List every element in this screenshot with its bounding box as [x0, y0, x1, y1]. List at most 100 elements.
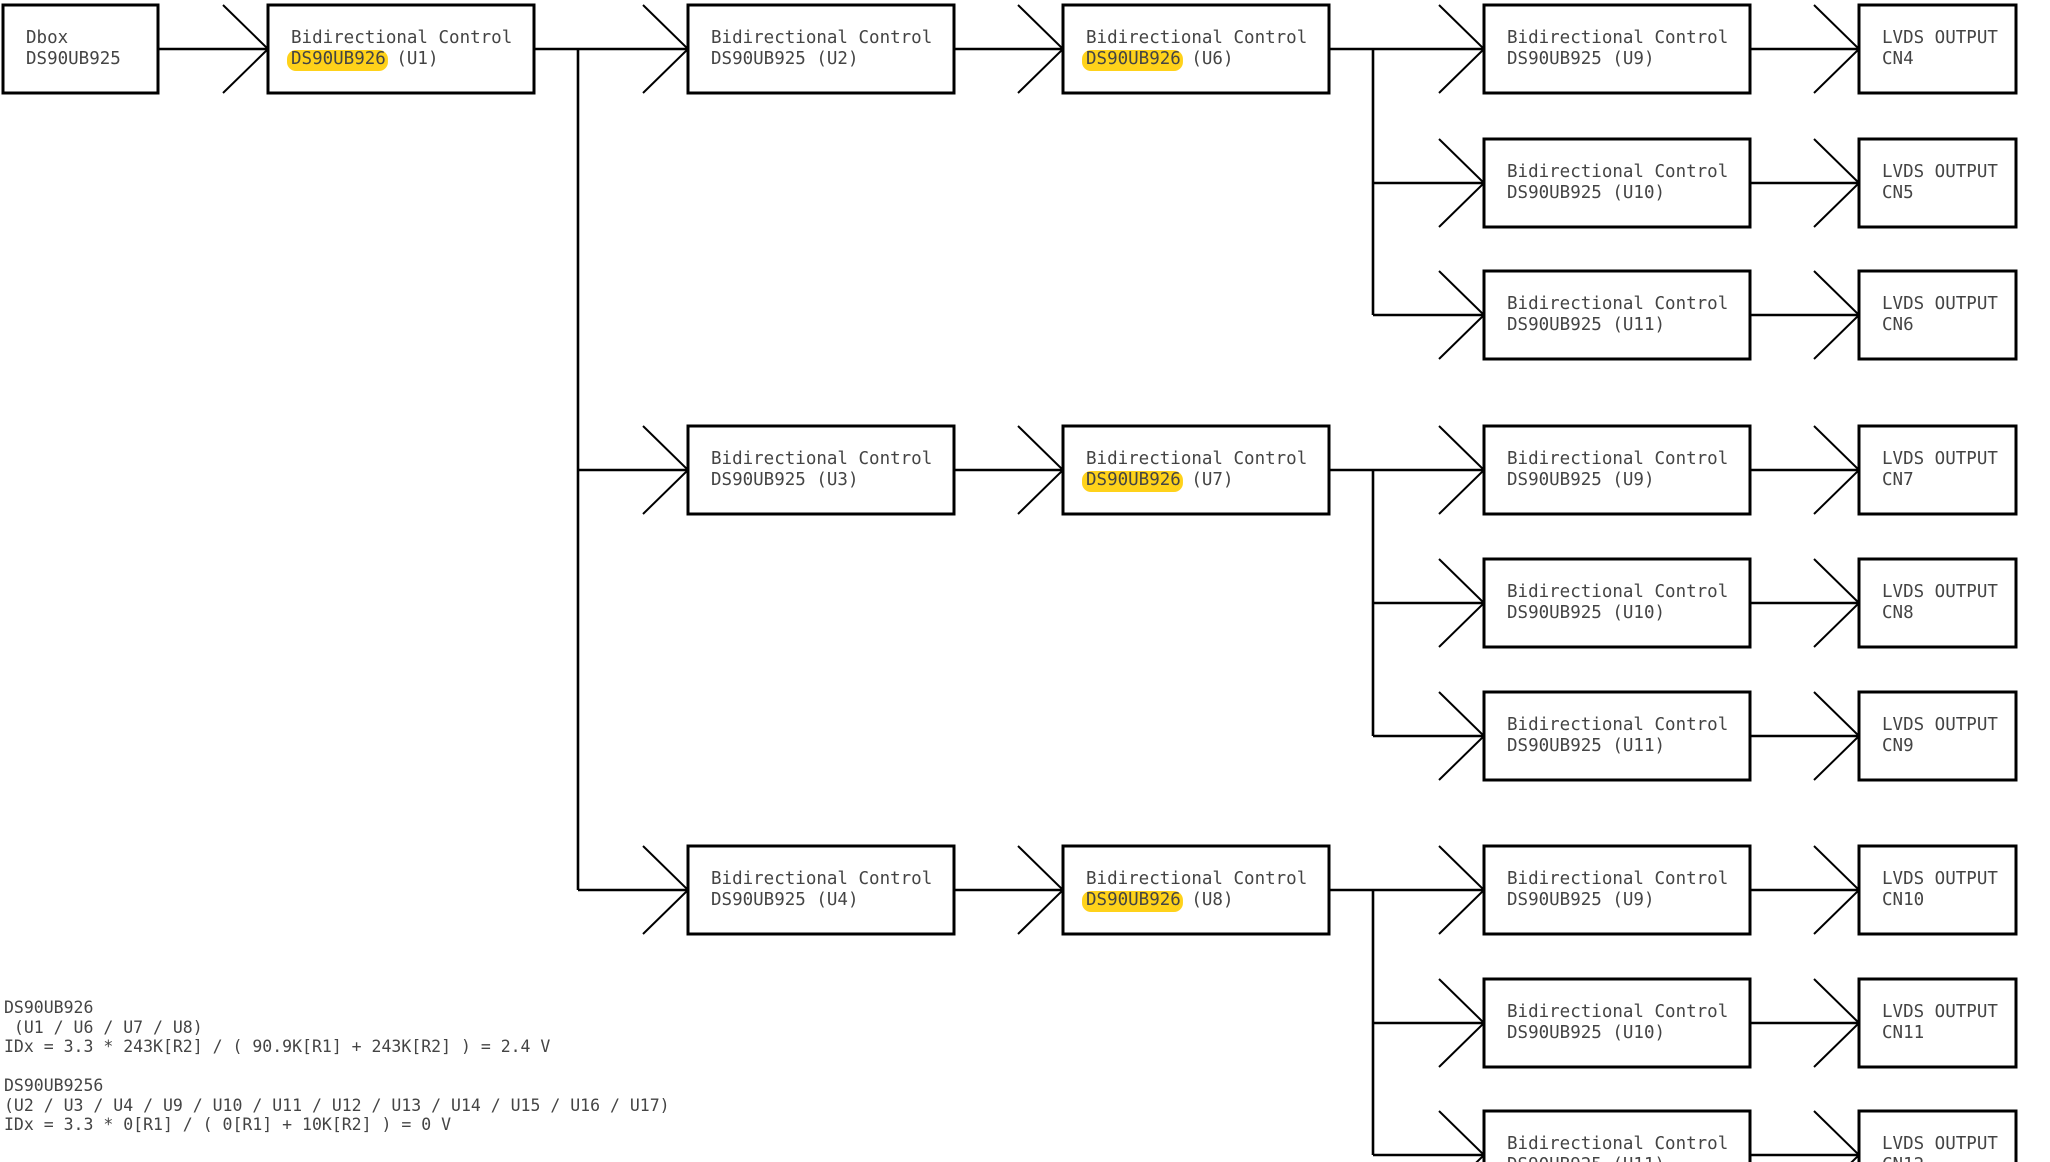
- block-title: Bidirectional Control: [711, 869, 932, 889]
- block-title: Bidirectional Control: [1507, 1002, 1728, 1022]
- block-title: Bidirectional Control: [1507, 869, 1728, 889]
- block-part-number: DS90UB926 (U6): [1086, 49, 1234, 69]
- part-label: DS90UB925: [26, 49, 121, 69]
- block-title: Bidirectional Control: [711, 449, 932, 469]
- block-title: Bidirectional Control: [1086, 28, 1307, 48]
- block-title: LVDS OUTPUT: [1882, 162, 1998, 182]
- block-frame: [1857, 844, 2018, 936]
- block-frame: [266, 3, 536, 95]
- block-title: LVDS OUTPUT: [1882, 582, 1998, 602]
- block-part-number: DS90UB926 (U1): [291, 49, 439, 69]
- block-title: LVDS OUTPUT: [1882, 449, 1998, 469]
- block-frame: [1482, 690, 1752, 782]
- part-label: DS90UB925 (U4): [711, 890, 859, 910]
- block-frame: [1482, 977, 1752, 1069]
- block-title: Bidirectional Control: [711, 28, 932, 48]
- block-frame: [1, 3, 160, 95]
- designator-label: (U6): [1181, 49, 1234, 69]
- block-frame: [1482, 137, 1752, 229]
- connection-lines: [158, 4, 1861, 1162]
- block-part-number: DS90UB925 (U9): [1507, 470, 1655, 490]
- block-frame: [1482, 3, 1752, 95]
- designator-label: (U7): [1181, 470, 1234, 490]
- part-highlight: [1082, 50, 1183, 71]
- block-title: Bidirectional Control: [1507, 582, 1728, 602]
- block-part-number: CN6: [1882, 315, 1914, 335]
- part-highlight: [1082, 891, 1183, 912]
- block-part-number: DS90UB925: [26, 49, 121, 69]
- block-frame: [1061, 3, 1331, 95]
- block-part-number: DS90UB925 (U10): [1507, 183, 1665, 203]
- block-title: Bidirectional Control: [1086, 869, 1307, 889]
- part-label: CN12: [1882, 1155, 1924, 1162]
- part-label: DS90UB925 (U9): [1507, 49, 1655, 69]
- part-label: CN7: [1882, 470, 1914, 490]
- block-frame: [1857, 557, 2018, 649]
- block-part-number: DS90UB925 (U11): [1507, 1155, 1665, 1162]
- block-frame: [1857, 690, 2018, 782]
- note-line: IDx = 3.3 * 0[R1] / ( 0[R1] + 10K[R2] ) …: [4, 1115, 452, 1134]
- part-highlight: [287, 50, 388, 71]
- block-title: LVDS OUTPUT: [1882, 294, 1998, 314]
- id-voltage-notes: DS90UB926 (U1 / U6 / U7 / U8)IDx = 3.3 *…: [4, 998, 670, 1135]
- block-title: Bidirectional Control: [1507, 28, 1728, 48]
- block-frame: [686, 844, 956, 936]
- block-part-number: CN10: [1882, 890, 1924, 910]
- block-frame: [686, 3, 956, 95]
- block-frame: [686, 424, 956, 516]
- note-line: IDx = 3.3 * 243K[R2] / ( 90.9K[R1] + 243…: [4, 1037, 551, 1056]
- block-part-number: DS90UB925 (U10): [1507, 1023, 1665, 1043]
- block-part-number: DS90UB926 (U7): [1086, 470, 1234, 490]
- block-part-number: CN7: [1882, 470, 1914, 490]
- part-label: DS90UB926: [1086, 49, 1181, 69]
- block-part-number: DS90UB925 (U4): [711, 890, 859, 910]
- block-title: Bidirectional Control: [1507, 162, 1728, 182]
- block-part-number: CN4: [1882, 49, 1914, 69]
- block-frame: [1857, 1109, 2018, 1162]
- block-title: Bidirectional Control: [1507, 715, 1728, 735]
- block-frame: [1482, 1109, 1752, 1162]
- block-part-number: DS90UB925 (U2): [711, 49, 859, 69]
- part-label: CN4: [1882, 49, 1914, 69]
- part-label: CN11: [1882, 1023, 1924, 1043]
- part-label: CN8: [1882, 603, 1914, 623]
- part-label: DS90UB925 (U11): [1507, 1155, 1665, 1162]
- block-frame: [1857, 137, 2018, 229]
- block-part-number: DS90UB925 (U11): [1507, 736, 1665, 756]
- block-part-number: DS90UB925 (U9): [1507, 890, 1655, 910]
- part-label: DS90UB925 (U3): [711, 470, 859, 490]
- block-part-number: CN8: [1882, 603, 1914, 623]
- block-title: LVDS OUTPUT: [1882, 28, 1998, 48]
- part-label: DS90UB925 (U10): [1507, 183, 1665, 203]
- part-label: DS90UB926: [1086, 890, 1181, 910]
- block-title: Bidirectional Control: [1507, 294, 1728, 314]
- part-label: DS90UB925 (U2): [711, 49, 859, 69]
- block-title: LVDS OUTPUT: [1882, 1002, 1998, 1022]
- part-label: DS90UB926: [1086, 470, 1181, 490]
- block-title: Bidirectional Control: [1507, 449, 1728, 469]
- block-title: Dbox: [26, 28, 68, 48]
- block-part-number: DS90UB926 (U8): [1086, 890, 1234, 910]
- part-label: CN5: [1882, 183, 1914, 203]
- block-title: Bidirectional Control: [1507, 1134, 1728, 1154]
- block-CN12: LVDS OUTPUTCN12: [1857, 1109, 2018, 1162]
- block-title: LVDS OUTPUT: [1882, 715, 1998, 735]
- block-title: LVDS OUTPUT: [1882, 869, 1998, 889]
